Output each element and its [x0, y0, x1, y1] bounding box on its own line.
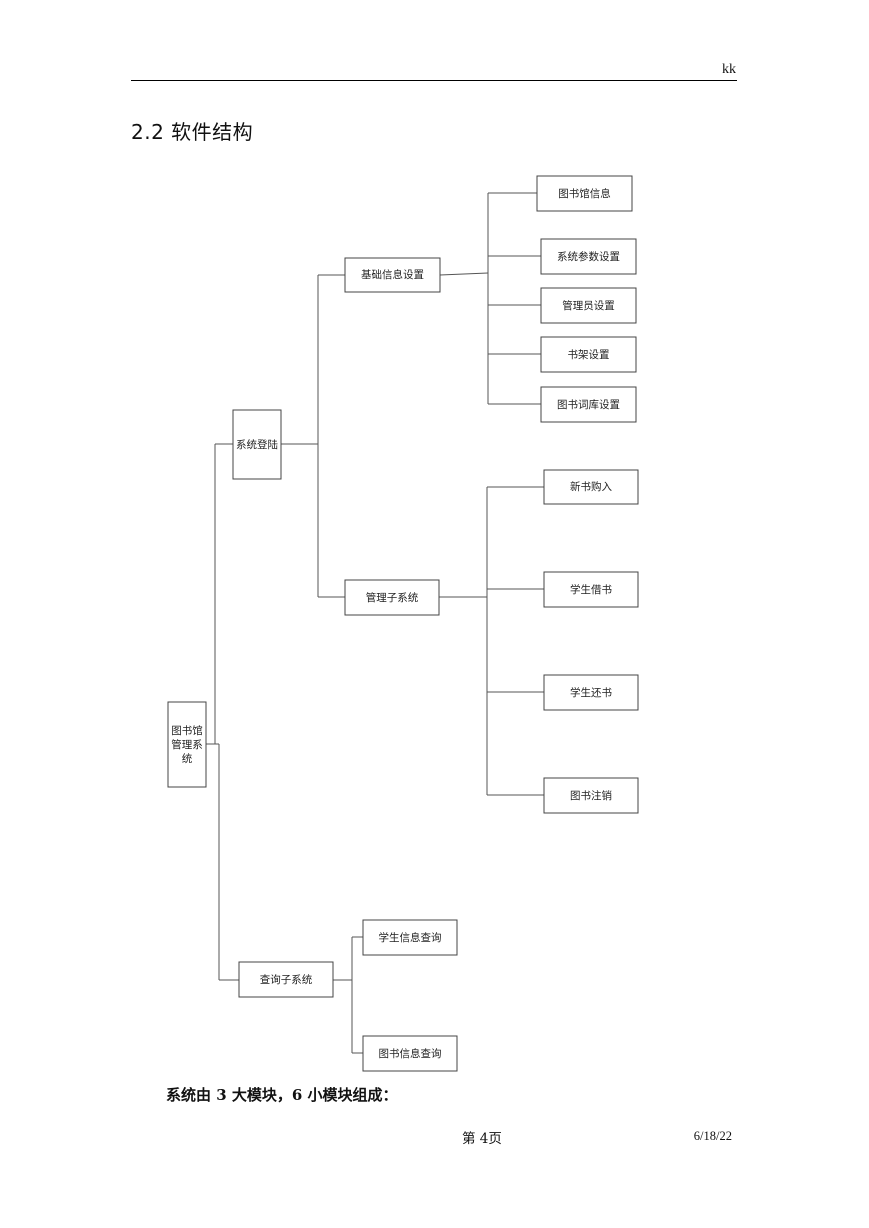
- node-student-query: 学生信息查询: [378, 931, 442, 944]
- summary-text: 系统由 3 大模块，6 小模块组成：: [166, 1086, 398, 1104]
- node-box-student-query: [362, 919, 458, 956]
- node-return: 学生还书: [570, 686, 612, 699]
- node-box-shelf-settings: [540, 336, 637, 373]
- node-box-borrow: [543, 571, 639, 608]
- node-admin-settings: 管理员设置: [562, 299, 615, 312]
- node-box-library-info: [536, 175, 633, 212]
- node-box-cancel: [543, 777, 639, 814]
- node-system-params: 系统参数设置: [557, 250, 620, 263]
- node-library-info: 图书馆信息: [558, 187, 611, 200]
- node-box-thesaurus-settings: [540, 386, 637, 423]
- footer-date: 6/18/22: [693, 1129, 732, 1143]
- node-query: 查询子系统: [259, 973, 313, 986]
- node-thesaurus-settings: 图书词库设置: [557, 398, 620, 411]
- footer-page-number: 第 4页: [462, 1131, 502, 1147]
- header-text: kk: [722, 62, 736, 77]
- node-login: 系统登陆: [236, 438, 278, 451]
- node-basic-settings: 基础信息设置: [361, 269, 424, 281]
- node-box-admin-settings: [540, 287, 637, 324]
- node-box-login: [232, 409, 282, 480]
- node-cancel: 图书注销: [570, 789, 612, 802]
- node-box-management: [344, 579, 440, 616]
- node-box-book-query: [362, 1035, 458, 1072]
- node-box-basic-settings: [344, 257, 441, 293]
- node-management: 管理子系统: [365, 591, 419, 604]
- node-root: 图书馆管理系统: [171, 724, 203, 765]
- node-box-query: [238, 961, 334, 998]
- header-rule: [131, 80, 737, 81]
- node-new-book: 新书购入: [570, 481, 612, 493]
- node-box-system-params: [540, 238, 637, 275]
- node-boxes: [167, 175, 639, 1072]
- node-box-new-book: [543, 469, 639, 505]
- node-book-query: 图书信息查询: [378, 1047, 442, 1060]
- node-box-return: [543, 674, 639, 711]
- node-borrow: 学生借书: [570, 583, 612, 596]
- node-box-root: [167, 701, 207, 788]
- node-shelf-settings: 书架设置: [567, 348, 610, 361]
- connector-lines: [206, 192, 544, 1054]
- section-title: 2.2 软件结构: [131, 120, 254, 144]
- connector-line: [439, 272, 489, 276]
